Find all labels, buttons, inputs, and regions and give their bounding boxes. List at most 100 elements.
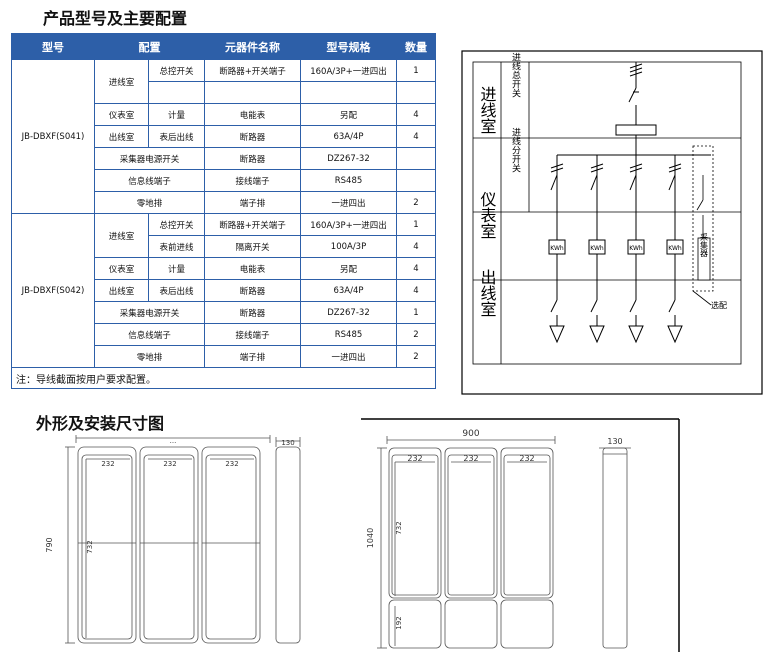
config-cell: 表前进线 xyxy=(148,235,205,258)
dim-height-inner: 732 xyxy=(86,540,94,553)
table-note: 注：导线截面按用户要求配置。 xyxy=(11,367,436,389)
collector-box xyxy=(692,145,714,292)
table-row: 出线室 表后出线 断路器 63A/4P 4 xyxy=(12,279,436,302)
optional-label: 选配 xyxy=(711,300,727,310)
spec-cell xyxy=(300,81,397,104)
table-row: 零地排 端子排 一进四出 2 xyxy=(12,191,436,214)
qty-cell: 1 xyxy=(396,301,436,324)
spec-cell: 另配 xyxy=(300,257,397,280)
component-cell xyxy=(204,81,301,104)
component-cell: 隔离开关 xyxy=(204,235,301,258)
dim-width: 232 xyxy=(463,454,478,463)
model-cell: JB-DBXF(S041) xyxy=(11,59,95,214)
dims-title: 外形及安装尺寸图 xyxy=(36,414,165,433)
qty-cell: 2 xyxy=(396,345,436,368)
component-cell: 端子排 xyxy=(204,191,301,214)
component-cell: 断路器+开关端子 xyxy=(204,59,301,82)
table-row: 采集器电源开关 断路器 DZ267-32 xyxy=(12,147,436,170)
component-cell: 电能表 xyxy=(204,103,301,126)
qty-cell: 4 xyxy=(396,125,436,148)
qty-cell xyxy=(396,81,436,104)
component-cell: 断路器 xyxy=(204,279,301,302)
config-cell: 计量 xyxy=(148,257,205,280)
wiring-diagram: 进线室 仪表室 出线室 进线总开关 进线分开关 xyxy=(461,50,763,395)
spec-cell: DZ267-32 xyxy=(300,301,397,324)
qty-cell: 4 xyxy=(396,235,436,258)
config-cell: 零地排 xyxy=(94,191,205,214)
table-row: 信息线端子 接线端子 RS485 xyxy=(12,169,436,192)
qty-cell: 1 xyxy=(396,59,436,82)
dim-width: 232 xyxy=(519,454,534,463)
config-cell: 总控开关 xyxy=(148,213,205,236)
component-cell: 接线端子 xyxy=(204,323,301,346)
room-cell: 仪表室 xyxy=(94,103,149,126)
meter-label: KWh xyxy=(590,245,604,252)
dim-top: ... xyxy=(170,437,177,445)
qty-cell: 4 xyxy=(396,257,436,280)
table-row: 信息线端子 接线端子 RS485 2 xyxy=(12,323,436,346)
spec-cell: 160A/3P+一进四出 xyxy=(300,213,397,236)
header-spec: 型号规格 xyxy=(300,33,397,60)
room-cell: 进线室 xyxy=(94,213,149,258)
config-cell: 计量 xyxy=(148,103,205,126)
room-cell: 仪表室 xyxy=(94,257,149,280)
header-config: 配置 xyxy=(94,33,205,60)
component-cell: 断路器 xyxy=(204,125,301,148)
dim-depth: 130 xyxy=(281,439,294,447)
header-qty: 数量 xyxy=(396,33,436,60)
qty-cell xyxy=(396,147,436,170)
spec-cell: RS485 xyxy=(300,323,397,346)
spec-table: 型号 配置 元器件名称 型号规格 数量 JB-DBXF(S041) 进线室 总控… xyxy=(11,33,436,389)
qty-cell: 2 xyxy=(396,191,436,214)
dim-width: 232 xyxy=(163,460,176,468)
component-cell: 断路器 xyxy=(204,147,301,170)
note-row: 注：导线截面按用户要求配置。 xyxy=(11,367,436,389)
component-cell: 接线端子 xyxy=(204,169,301,192)
config-cell: 信息线端子 xyxy=(94,323,205,346)
spec-cell: 另配 xyxy=(300,103,397,126)
dim-width: 232 xyxy=(101,460,114,468)
table-row: JB-DBXF(S042) 进线室 总控开关 断路器+开关端子 160A/3P+… xyxy=(11,213,436,368)
table-row: 仪表室 计量 电能表 另配 4 xyxy=(12,257,436,280)
header-model: 型号 xyxy=(11,33,95,60)
qty-cell: 2 xyxy=(396,323,436,346)
component-cell: 断路器+开关端子 xyxy=(204,213,301,236)
table-row: 出线室 表后出线 断路器 63A/4P 4 xyxy=(12,125,436,148)
collector-label: 采集器 xyxy=(700,232,709,258)
header-component: 元器件名称 xyxy=(204,33,301,60)
dim-width: 232 xyxy=(407,454,422,463)
spec-cell: 63A/4P xyxy=(300,279,397,302)
meter-label: KWh xyxy=(550,245,564,252)
sublabel-branch-switch: 进线分开关 xyxy=(510,127,521,173)
meter-label: KWh xyxy=(668,245,682,252)
section-label-meter: 仪表室 xyxy=(478,191,497,239)
table-header-row: 型号 配置 元器件名称 型号规格 数量 xyxy=(11,33,436,60)
config-cell: 采集器电源开关 xyxy=(94,301,205,324)
qty-cell: 4 xyxy=(396,103,436,126)
config-cell: 零地排 xyxy=(94,345,205,368)
dim-height-total: 790 xyxy=(45,537,54,552)
table-row xyxy=(12,81,436,104)
branch-circuits xyxy=(548,155,684,344)
dimension-drawing-2: 900 232 232 232 1040 732 192 130 xyxy=(361,418,680,652)
table-row: 零地排 端子排 一进四出 2 xyxy=(12,345,436,368)
qty-cell xyxy=(396,169,436,192)
table-row: JB-DBXF(S041) 进线室 总控开关 断路器+开关端子 160A/3P+… xyxy=(11,59,436,214)
component-cell: 端子排 xyxy=(204,345,301,368)
room-cell: 出线室 xyxy=(94,125,149,148)
qty-cell: 4 xyxy=(396,279,436,302)
spec-cell: DZ267-32 xyxy=(300,147,397,170)
dim-width: 232 xyxy=(225,460,238,468)
config-cell: 总控开关 xyxy=(148,59,205,82)
section-label-incoming: 进线室 xyxy=(478,86,497,134)
spec-cell: 160A/3P+一进四出 xyxy=(300,59,397,82)
spec-cell: RS485 xyxy=(300,169,397,192)
table-row: 表前进线 隔离开关 100A/3P 4 xyxy=(12,235,436,258)
dim-height-total: 1040 xyxy=(366,528,375,548)
dim-depth: 130 xyxy=(607,437,622,446)
sublabel-main-switch: 进线总开关 xyxy=(510,52,521,98)
model-cell: JB-DBXF(S042) xyxy=(11,213,95,368)
dim-height-inner: 732 xyxy=(395,521,403,534)
spec-cell: 100A/3P xyxy=(300,235,397,258)
meter-label: KWh xyxy=(629,245,643,252)
